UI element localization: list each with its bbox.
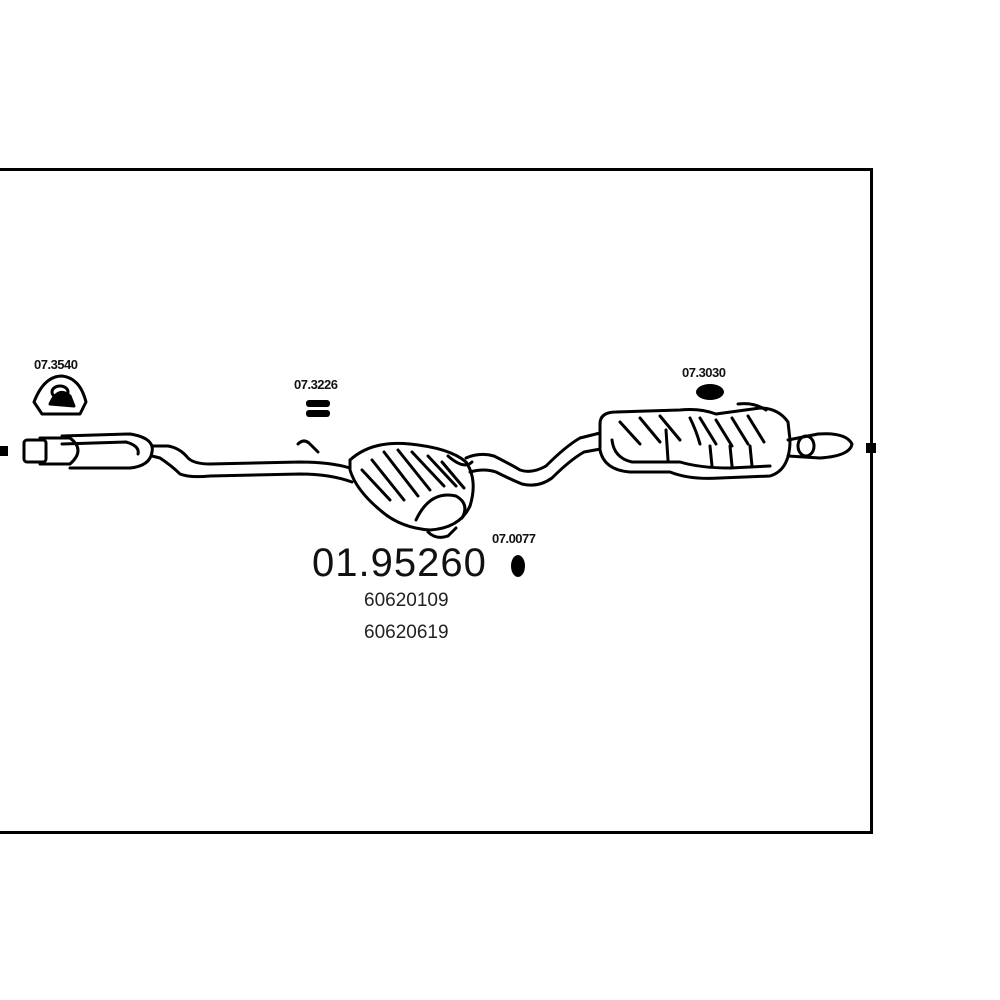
label-hanger-mid: 07.3226 [294,377,338,392]
oem-number-2: 60620619 [364,622,449,643]
clamp-icon [511,555,525,577]
label-clamp: 07.0077 [492,531,536,546]
hanger-right-icon [696,384,724,400]
oem-number-1: 60620109 [364,590,449,611]
frame-tick-right [866,443,876,453]
hanger-mid-stub [296,439,320,454]
label-hanger-right: 07.3030 [682,365,726,380]
bracket-left-icon [32,374,88,416]
hanger-mid-icon [306,400,330,417]
diagram-frame [0,168,873,834]
tailpipe [786,432,854,460]
main-part-number: 01.95260 [312,541,487,585]
label-bracket-left: 07.3540 [34,357,78,372]
frame-tick-left [0,446,8,456]
rear-pipe [464,430,608,487]
middle-silencer [348,441,475,539]
front-pipe [22,432,354,484]
rear-silencer [598,402,792,480]
